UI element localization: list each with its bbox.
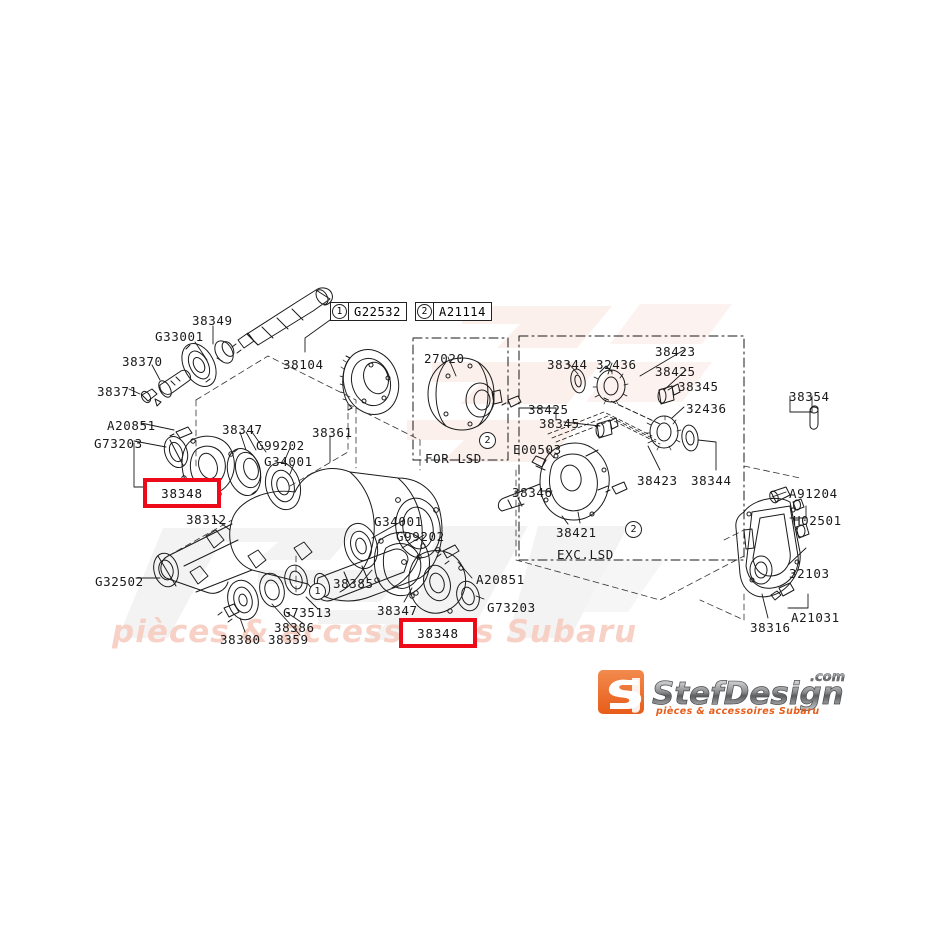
svg-text:StefDesign: StefDesign: [652, 676, 844, 712]
part-A21031: [770, 582, 795, 601]
stefdesign-logo[interactable]: StefDesign .com pièces & accessoires Sub…: [596, 664, 852, 720]
drive-pinion-shaft: [231, 287, 333, 354]
left-side-bearing-stack: [163, 435, 302, 511]
group-label-for-lsd: FOR LSD: [425, 451, 482, 466]
part-label-38316-42: 38316: [750, 620, 791, 635]
svg-text:.com: .com: [810, 670, 845, 685]
part-label-38344-24: 38344: [547, 357, 588, 372]
legend-code-1: G22532: [354, 304, 401, 319]
part-label-a20851-21: A20851: [476, 572, 525, 587]
part-label-38380-17: 38380: [220, 632, 261, 647]
part-label-38385-13: 38385: [333, 576, 374, 591]
part-label-38347-7: 38347: [222, 422, 263, 437]
part-label-27020-23: 27020: [424, 351, 465, 366]
part-38371: [140, 388, 162, 407]
watermark-tagline: pièces & accessoires Subaru: [112, 614, 638, 650]
part-label-g34001-18: G34001: [374, 514, 423, 529]
legend-marker-1: 1: [331, 303, 349, 320]
part-label-38344-34: 38344: [691, 473, 732, 488]
part-38316-cover: [735, 497, 801, 598]
part-38421-case: [497, 442, 610, 525]
group-for-lsd: [412, 337, 509, 461]
right-side-bearing-stack: [343, 522, 480, 614]
part-label-38421-36: 38421: [556, 525, 597, 540]
callout-marker-1: 1: [309, 583, 326, 600]
part-27020: [427, 357, 503, 431]
part-label-32103-40: 32103: [789, 566, 830, 581]
part-label-38345-28: 38345: [678, 379, 719, 394]
exc-lsd-bolt: [605, 481, 628, 495]
svg-text:pièces & accessoires Subaru: pièces & accessoires Subaru: [655, 706, 820, 717]
exc-lsd-guides: [547, 411, 661, 445]
part-label-38423-33: 38423: [637, 473, 678, 488]
part-label-38425-27: 38425: [655, 364, 696, 379]
part-A20851-upper: [169, 426, 193, 439]
legend-item-1: 1 G22532: [330, 302, 407, 321]
part-label-32436-29: 32436: [686, 401, 727, 416]
legend-item-2: 2 A21114: [415, 302, 492, 321]
group-exc-lsd: [518, 335, 745, 561]
part-label-g32502-12: G32502: [95, 574, 144, 589]
part-label-38349-0: 38349: [192, 313, 233, 328]
exc-lsd-upper-gears: [570, 365, 699, 452]
part-label-38312-11: 38312: [186, 512, 227, 527]
part-label-g73513-14: G73513: [283, 605, 332, 620]
part-label-38359-16: 38359: [268, 632, 309, 647]
part-G33001: [181, 343, 217, 387]
part-label-38423-26: 38423: [655, 344, 696, 359]
part-label-a20851-5: A20851: [107, 418, 156, 433]
callout-marker-2a: 2: [479, 432, 496, 449]
part-32103: [795, 523, 810, 539]
part-label-38345-31: 38345: [539, 416, 580, 431]
part-label-g34001-9: G34001: [264, 454, 313, 469]
leader-lines: [128, 319, 813, 636]
part-label-g99202-8: G99202: [256, 438, 305, 453]
part-label-38346-35: 38346: [512, 485, 553, 500]
highlighted-part-38348-left: 38348: [143, 478, 221, 508]
lower-left-parts: [217, 564, 308, 623]
part-label-32436-25: 32436: [596, 357, 637, 372]
part-A91204: [769, 486, 791, 504]
part-38349: [214, 340, 235, 364]
part-label-38371-3: 38371: [97, 384, 138, 399]
part-label-a21031-41: A21031: [791, 610, 840, 625]
part-label-38354-37: 38354: [789, 389, 830, 404]
part-38104: [339, 349, 400, 415]
part-38354: [809, 405, 819, 430]
part-label-38370-2: 38370: [122, 354, 163, 369]
legend-code-2: A21114: [439, 304, 486, 319]
callout-marker-2b: 2: [625, 521, 642, 538]
part-label-38386-15: 38386: [274, 620, 315, 635]
part-label-g33001-1: G33001: [155, 329, 204, 344]
part-label-g73203-6: G73203: [94, 436, 143, 451]
part-label-h02501-39: H02501: [793, 513, 842, 528]
part-label-38104-4: 38104: [283, 357, 324, 372]
assembly-guides: [167, 355, 801, 621]
part-label-g73203-22: G73203: [487, 600, 536, 615]
part-38370: [158, 369, 191, 398]
part-label-a91204-38: A91204: [789, 486, 838, 501]
part-label-g99202-19: G99202: [396, 529, 445, 544]
lsd-bolt: [501, 395, 522, 408]
part-label-38425-30: 38425: [528, 402, 569, 417]
part-label-38347-20: 38347: [377, 603, 418, 618]
part-H02501: [792, 498, 805, 511]
group-label-exc-lsd: EXC.LSD: [557, 547, 614, 562]
highlighted-part-38348-right: 38348: [399, 618, 477, 648]
part-label-e00503-32: E00503: [513, 442, 562, 457]
legend-marker-2: 2: [416, 303, 434, 320]
part-label-38361-10: 38361: [312, 425, 353, 440]
